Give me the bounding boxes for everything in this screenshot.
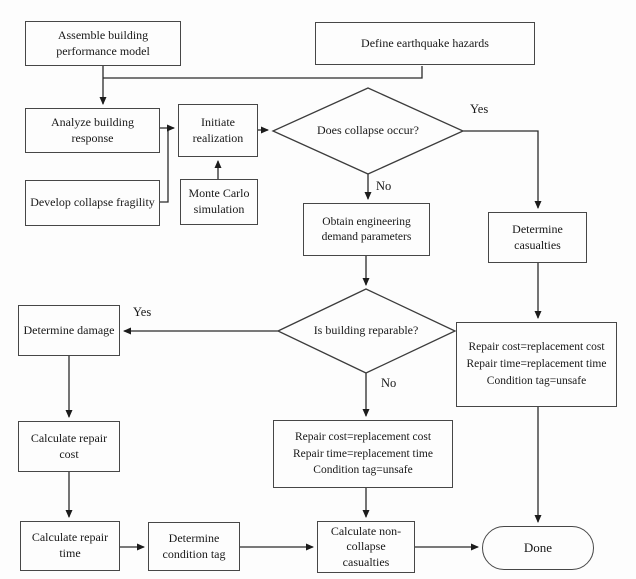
collapse-decision-label: Does collapse occur? xyxy=(317,123,419,137)
edge-analyze-develop-junction xyxy=(160,127,169,203)
collapse-decision-diamond xyxy=(271,87,465,175)
edge-label-reparable-yes: Yes xyxy=(133,305,152,319)
consequence-line: Condition tag=unsafe xyxy=(486,374,587,387)
node-define-earthquake-hazards: Define earthquake hazards xyxy=(315,22,535,65)
node-obtain-edp: Obtain engineering demand parameters xyxy=(303,203,430,256)
node-assemble-building-model: Assemble building performance model xyxy=(25,21,181,66)
node-collapse-consequences: Repair cost=replacement cost Repair time… xyxy=(456,322,617,407)
node-initiate-realization: Initiate realization xyxy=(178,104,258,157)
node-develop-collapse-fragility: Develop collapse fragility xyxy=(25,180,160,226)
node-monte-carlo-simulation: Monte Carlo simulation xyxy=(180,179,258,225)
node-determine-condition-tag: Determine condition tag xyxy=(148,522,240,571)
node-calculate-noncollapse-casualties: Calculate non-collapse casualties xyxy=(317,521,415,573)
node-calculate-repair-cost: Calculate repair cost xyxy=(18,421,120,472)
node-determine-casualties: Determine casualties xyxy=(488,212,587,263)
consequence-line: Repair cost=replacement cost xyxy=(294,430,432,443)
edge-label-collapse-no: No xyxy=(376,179,392,193)
consequence-line: Repair time=replacement time xyxy=(466,358,607,371)
consequence-line: Repair time=replacement time xyxy=(293,447,433,460)
node-done-terminator: Done xyxy=(482,526,594,570)
node-analyze-building-response: Analyze building response xyxy=(25,108,160,153)
consequence-line: Repair cost=replacement cost xyxy=(468,341,605,354)
edge-label-reparable-no: No xyxy=(381,376,397,390)
reparable-decision-diamond xyxy=(276,288,457,374)
consequence-line: Condition tag=unsafe xyxy=(313,464,413,477)
node-calculate-repair-time: Calculate repair time xyxy=(20,521,120,571)
reparable-decision-label: Is building reparable? xyxy=(313,323,419,337)
edge-label-collapse-yes: Yes xyxy=(470,102,489,116)
edge-collapse-yes xyxy=(463,130,542,209)
node-irreparable-consequences: Repair cost=replacement cost Repair time… xyxy=(273,420,453,488)
edge-define-hazards-merge xyxy=(103,66,423,79)
node-determine-damage: Determine damage xyxy=(18,305,120,356)
